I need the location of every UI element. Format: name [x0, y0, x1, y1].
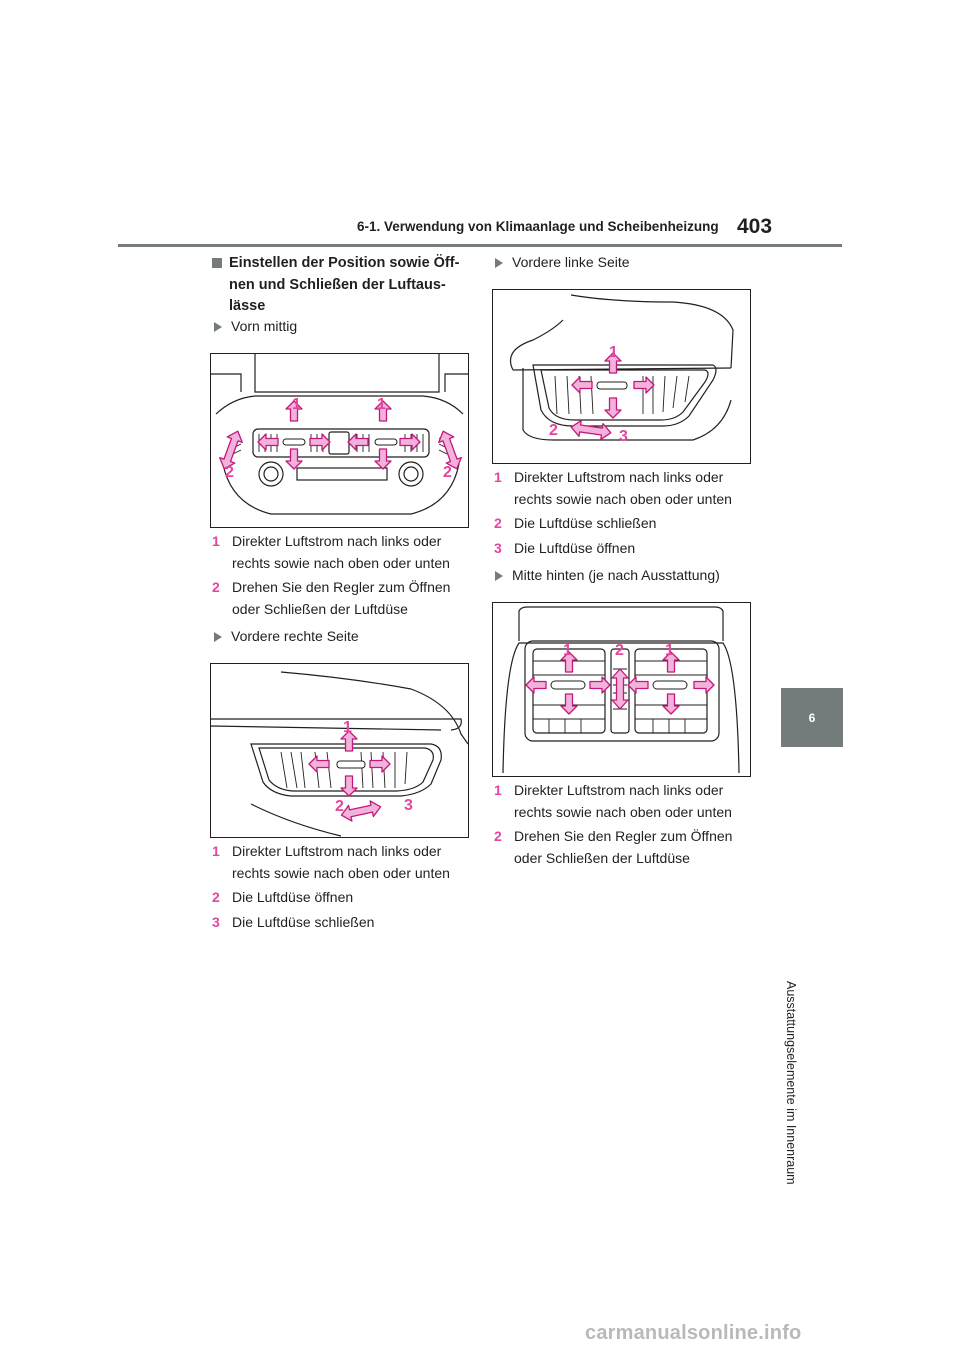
figure-front-right-vent: 1 2 3 — [210, 663, 469, 838]
side-tab-text: Ausstattungselemente im Innenraum — [784, 981, 798, 1185]
item-number: 3 — [494, 540, 502, 556]
callout-1-right: 1 — [665, 642, 674, 659]
item-text: oder Schließen der Luftdüse — [232, 600, 408, 617]
side-tab-label: Ausstattungselemente im Innenraum — [784, 758, 815, 1185]
list-item: 1 Direkter Luftstrom nach links oder rech… — [212, 841, 472, 884]
subheading-front-right: Vordere rechte Seite — [214, 628, 359, 644]
callout-3: 3 — [619, 428, 628, 445]
callout-1-left: 1 — [563, 642, 572, 659]
item-number: 1 — [494, 469, 502, 485]
subheading-text: Vordere linke Seite — [512, 254, 630, 270]
callout-1: 1 — [343, 719, 352, 736]
list-item: 1 Direkter Luftstrom nach links oder rech… — [494, 780, 756, 823]
list-item: 2 Drehen Sie den Regler zum Öffnen oder S… — [212, 577, 472, 620]
item-text: Die Luftdüse öffnen — [514, 540, 636, 556]
subheading-rear-center: Mitte hinten (je nach Ausstattung) — [495, 567, 720, 583]
item-number: 2 — [212, 889, 220, 905]
subheading-front-center: Vorn mittig — [214, 318, 297, 334]
page-number: 403 — [737, 215, 773, 238]
subheading-front-left: Vordere linke Seite — [495, 254, 630, 270]
item-number: 1 — [212, 533, 220, 549]
callout-2-left: 2 — [225, 464, 234, 481]
item-text: Direkter Luftstrom nach links oder — [232, 533, 442, 549]
item-text: Direkter Luftstrom nach links oder — [232, 843, 442, 859]
callout-1-right: 1 — [377, 396, 386, 413]
callout-2: 2 — [615, 642, 624, 659]
item-text: Die Luftdüse öffnen — [232, 889, 354, 905]
list-item: 2 Die Luftdüse öffnen — [212, 887, 472, 908]
item-text: rechts sowie nach oben oder unten — [514, 490, 732, 507]
callout-2-right: 2 — [443, 464, 452, 481]
item-text: oder Schließen der Luftdüse — [514, 849, 690, 866]
triangle-bullet-icon — [214, 632, 222, 642]
item-text: Die Luftdüse schließen — [514, 515, 657, 531]
item-text: rechts sowie nach oben oder unten — [232, 864, 450, 881]
list-item: 1 Direkter Luftstrom nach links oder rech… — [494, 467, 756, 510]
list-item: 3 Die Luftdüse öffnen — [494, 538, 756, 559]
callout-1: 1 — [609, 344, 618, 361]
header-title: 6-1. Verwendung von Klimaanlage und Sche… — [357, 219, 719, 234]
subheading-text: Vorn mittig — [231, 318, 298, 334]
callout-2: 2 — [335, 798, 344, 815]
triangle-bullet-icon — [495, 258, 503, 268]
header-divider — [118, 244, 842, 247]
item-text: Drehen Sie den Regler zum Öffnen — [232, 579, 451, 595]
list-item: 3 Die Luftdüse schließen — [212, 912, 472, 933]
list-item: 2 Drehen Sie den Regler zum Öffnen oder S… — [494, 826, 756, 869]
callout-2: 2 — [549, 422, 558, 439]
chapter-number: 6 — [808, 710, 816, 725]
item-number: 2 — [494, 828, 502, 844]
item-text: Direkter Luftstrom nach links oder — [514, 782, 724, 798]
item-number: 1 — [212, 843, 220, 859]
subheading-text: Vordere rechte Seite — [231, 628, 359, 644]
figure-front-center-vents: 1 1 2 2 — [210, 353, 469, 528]
item-text: rechts sowie nach oben oder unten — [232, 554, 450, 571]
list-item: 1 Direkter Luftstrom nach links oder rech… — [212, 531, 472, 574]
triangle-bullet-icon — [214, 322, 222, 332]
item-text: Die Luftdüse schließen — [232, 914, 375, 930]
item-number: 3 — [212, 914, 220, 930]
triangle-bullet-icon — [495, 571, 503, 581]
callout-3: 3 — [404, 797, 413, 814]
figure-rear-center-vents: 1 2 1 — [492, 602, 751, 777]
subheading-text: Mitte hinten (je nach Ausstattung) — [512, 567, 720, 583]
figure-front-left-vent: 1 2 3 — [492, 289, 751, 464]
chapter-tab: 6 — [781, 688, 843, 747]
callout-1-left: 1 — [292, 396, 301, 413]
item-number: 2 — [494, 515, 502, 531]
item-number: 1 — [494, 782, 502, 798]
list-item: 2 Die Luftdüse schließen — [494, 513, 756, 534]
watermark: carmanualsonline.info — [585, 1322, 802, 1344]
item-text: Drehen Sie den Regler zum Öffnen — [514, 828, 733, 844]
heading-bullet-icon — [212, 258, 222, 268]
item-text: Direkter Luftstrom nach links oder — [514, 469, 724, 485]
item-text: rechts sowie nach oben oder unten — [514, 803, 732, 820]
item-number: 2 — [212, 579, 220, 595]
section-heading-text: Einstellen der Position sowie Öff-nen un… — [229, 255, 460, 314]
